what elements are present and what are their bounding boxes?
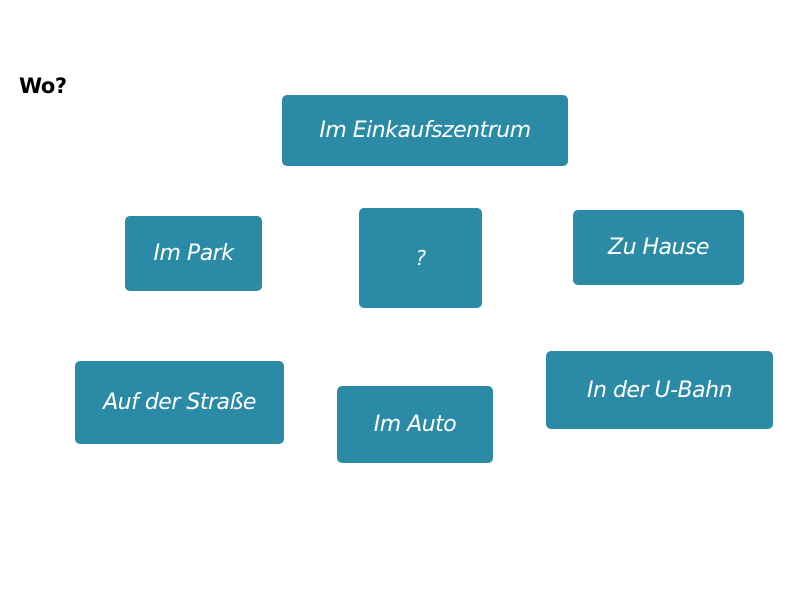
place-box-park[interactable]: Im Park (125, 216, 262, 291)
place-box-mall[interactable]: Im Einkaufszentrum (282, 95, 568, 166)
place-label-mall: Im Einkaufszentrum (319, 118, 531, 143)
place-box-car[interactable]: Im Auto (337, 386, 493, 463)
question-heading: Wo? (19, 74, 67, 98)
center-question-label: ? (415, 246, 426, 270)
place-box-home[interactable]: Zu Hause (573, 210, 744, 285)
place-box-ubahn[interactable]: In der U-Bahn (546, 351, 773, 429)
place-label-ubahn: In der U-Bahn (587, 377, 732, 403)
place-label-park: Im Park (153, 241, 234, 266)
place-label-home: Zu Hause (608, 235, 709, 260)
place-label-street: Auf der Straße (103, 390, 256, 415)
place-label-car: Im Auto (373, 412, 457, 437)
place-box-street[interactable]: Auf der Straße (75, 361, 284, 444)
center-question-box[interactable]: ? (359, 208, 482, 308)
